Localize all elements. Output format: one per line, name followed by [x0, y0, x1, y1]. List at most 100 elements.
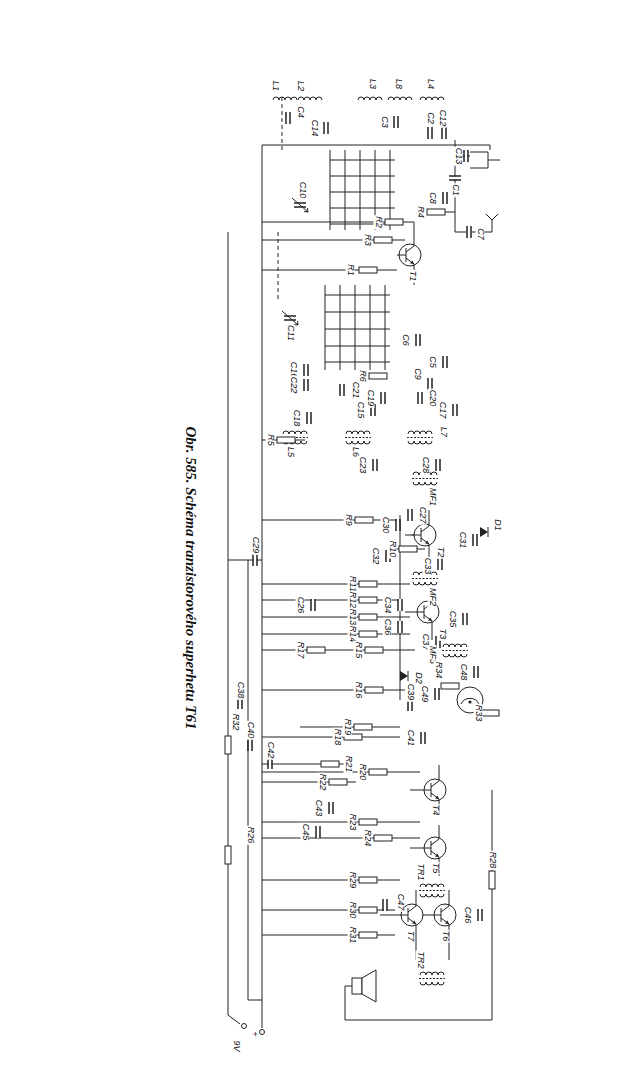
part-label: R30	[348, 901, 357, 920]
wire	[405, 510, 439, 876]
coils	[420, 97, 444, 100]
part-label: C10	[298, 181, 307, 200]
resistors	[359, 631, 377, 637]
capacitors	[394, 116, 398, 128]
part-label: C3	[380, 115, 389, 129]
coils	[358, 97, 382, 100]
capacitors	[408, 509, 412, 521]
part-label: C38	[236, 681, 245, 700]
coils	[442, 644, 468, 657]
capacitors	[282, 311, 298, 325]
part-label: T2	[436, 546, 445, 559]
part-label: C46	[463, 906, 472, 925]
part-label: C15	[356, 401, 365, 420]
part-label: R3	[363, 233, 372, 247]
part-label: R16	[354, 681, 363, 700]
part-label: C20	[428, 389, 437, 408]
part-label: R19	[343, 718, 352, 737]
loudspeaker	[352, 978, 362, 994]
capacitors	[416, 334, 420, 346]
capacitors	[316, 826, 320, 838]
wire	[380, 890, 449, 960]
transistors	[422, 834, 446, 862]
transistors	[412, 521, 436, 549]
transistors	[397, 241, 421, 269]
wire	[228, 1000, 262, 1028]
part-label: D2	[414, 671, 423, 685]
loudspeaker	[352, 970, 376, 1002]
part-label: R34	[434, 661, 443, 680]
capacitors	[304, 379, 308, 391]
part-label: R22	[318, 773, 327, 792]
capacitors	[443, 356, 447, 368]
coils	[388, 97, 412, 100]
wire	[330, 150, 395, 230]
coils	[273, 97, 468, 985]
diodes	[400, 671, 408, 681]
figure-caption: Obr. 585. Schéma tranzistorového superhe…	[183, 427, 198, 730]
capacitors	[307, 412, 311, 424]
part-label: L2	[296, 80, 305, 92]
coils	[419, 884, 445, 897]
resistors	[374, 237, 392, 243]
part-label: R24	[363, 829, 372, 848]
capacitors	[453, 404, 457, 416]
resistors	[359, 614, 377, 620]
resistors	[359, 877, 377, 883]
coils	[298, 97, 322, 100]
part-label: R28	[488, 851, 497, 870]
part-label: L4	[426, 78, 435, 90]
transistors	[397, 241, 456, 929]
part-label: TR1	[416, 862, 425, 881]
part-label: C42	[266, 741, 275, 760]
capacitors	[473, 534, 477, 546]
part-label: L3	[368, 78, 377, 90]
capacitors	[304, 364, 308, 376]
resistors	[321, 761, 339, 767]
resistors	[369, 769, 387, 775]
capacitors	[421, 732, 425, 744]
capacitors	[311, 599, 315, 611]
capacitors	[428, 127, 432, 139]
battery-terminals	[242, 1024, 247, 1029]
resistors	[385, 219, 403, 225]
part-label: R2	[374, 215, 383, 229]
capacitors	[474, 666, 478, 678]
wire	[325, 285, 390, 370]
part-label: C31	[458, 531, 467, 550]
part-label: C34	[383, 596, 392, 615]
resistors	[365, 687, 383, 693]
capacitors	[292, 198, 308, 212]
part-label: R20	[358, 763, 367, 782]
wire	[262, 727, 420, 782]
transistors	[432, 901, 456, 929]
resistors	[355, 517, 373, 523]
part-label: C5	[428, 355, 437, 369]
part-label: C49	[420, 685, 429, 704]
resistors	[329, 779, 347, 785]
part-label: R31	[348, 926, 357, 945]
part-label: C19	[366, 389, 375, 408]
coils	[345, 431, 371, 444]
part-label: C28	[421, 456, 430, 475]
wire	[262, 440, 425, 549]
resistors	[307, 647, 325, 653]
part-label: L8	[394, 78, 403, 90]
part-label: R21	[344, 755, 353, 774]
part-label: L1	[271, 80, 280, 92]
resistors	[369, 373, 387, 379]
part-label: C40	[246, 721, 255, 740]
capacitors	[381, 392, 385, 404]
capacitors	[340, 384, 344, 396]
part-label: C14	[310, 119, 319, 138]
capacitors	[253, 554, 257, 566]
resistors	[427, 209, 445, 215]
wire	[228, 140, 500, 1028]
part-label: R29	[348, 871, 357, 890]
part-label: R13	[348, 608, 357, 627]
resistors	[489, 871, 495, 889]
capacitors	[286, 112, 290, 124]
capacitors	[373, 459, 377, 471]
